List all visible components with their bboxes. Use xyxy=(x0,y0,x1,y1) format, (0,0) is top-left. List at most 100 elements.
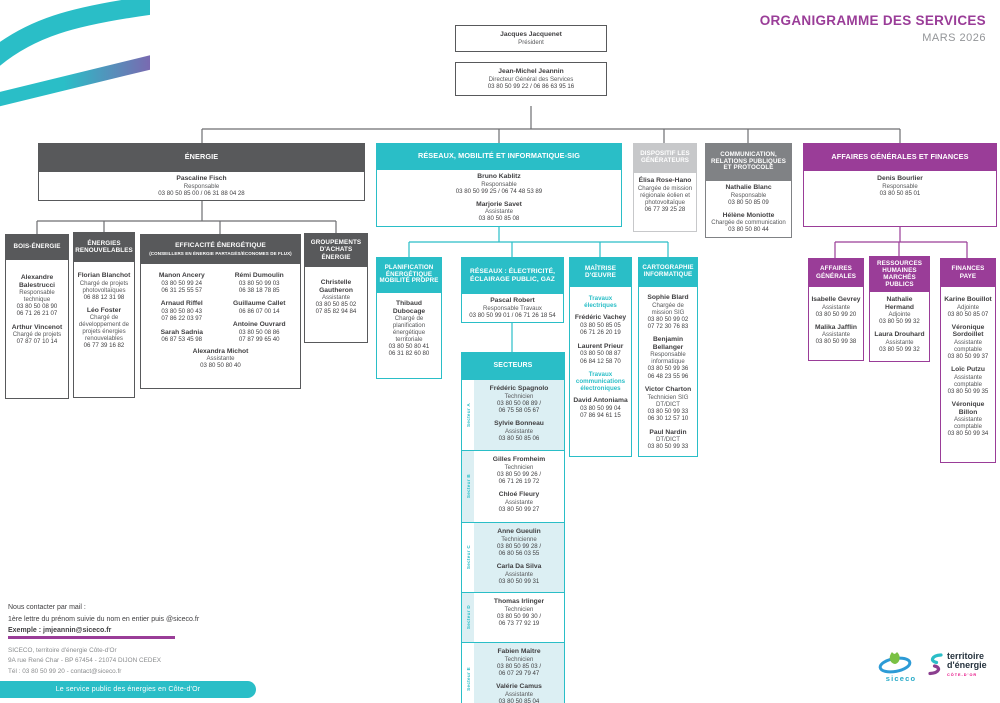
person-phone: 03 80 50 99 38 xyxy=(815,338,857,346)
person-phone: 03 80 50 99 34 xyxy=(947,430,989,438)
person-name: Loïc Putzu xyxy=(951,366,985,374)
person-role: Assistante xyxy=(821,303,851,311)
person-phone: 06 71 26 19 72 xyxy=(498,477,540,485)
person-role: Chargé de projets xyxy=(12,331,62,339)
person-role: Responsable xyxy=(183,182,220,190)
person-role: Adjointe xyxy=(888,311,911,318)
territoire-wordmark-line1: territoire xyxy=(947,651,985,661)
person-phone: 03 80 50 99 37 xyxy=(947,352,989,360)
person-role: Technicien xyxy=(504,655,534,663)
person-role: Responsable xyxy=(730,191,767,199)
person-name: Gilles Fromheim xyxy=(492,456,546,463)
person-name: Chloé Fleury xyxy=(498,491,540,499)
person-phone: 06 88 12 31 98 xyxy=(83,293,125,301)
box-fin-title: FINANCES PAYE xyxy=(940,258,996,287)
person-phone: 03 80 50 99 35 xyxy=(947,387,989,395)
person-phone: 06 77 39 25 28 xyxy=(644,205,686,213)
person-name: Sylvie Bonneau xyxy=(494,420,544,428)
territoire-subtitle: CÔTE-D'OR xyxy=(947,672,978,677)
person-phone: 03 80 50 85 07 xyxy=(947,310,989,318)
box-reselec-title: RÉSEAUX : ÉLECTRICITÉ, ÉCLAIRAGE PUBLIC,… xyxy=(461,257,564,294)
person-name: Frédéric Vachey xyxy=(574,314,627,322)
group-subtitle: Travaux électriques xyxy=(584,295,617,310)
person-phone: 03 80 50 99 26 / xyxy=(496,470,542,478)
contact-rule: 1ère lettre du prénom suivie du nom en e… xyxy=(8,615,200,623)
person-name: Pascal Robert xyxy=(490,297,535,304)
person-phone: 03 80 50 99 32 xyxy=(879,345,920,353)
person-phone: 03 80 50 99 24 xyxy=(161,279,203,287)
person-name: Nathalie Hermand xyxy=(885,296,914,311)
person-role: Assistante xyxy=(206,355,235,363)
box-rh-title: RESSOURCES HUMAINES MARCHÉS PUBLICS xyxy=(869,256,930,292)
person-name: Léo Foster xyxy=(86,306,122,314)
person-name: Élisa Rose-Hano xyxy=(638,177,692,184)
contact-example: Exemple : jmjeannin@siceco.fr xyxy=(8,627,112,635)
group-subtitle: Travaux communications électroniques xyxy=(575,370,626,393)
person-phone: 06 87 53 45 98 xyxy=(161,336,203,344)
org-name: SICECO, territoire d'énergie Côte-d'Or xyxy=(8,647,117,654)
person-phone: 03 80 50 99 02 xyxy=(647,315,689,323)
person-name: Thomas Irlinger xyxy=(493,598,545,605)
person-role: Chargée de mission SIG xyxy=(651,301,685,316)
box-secteurs-title: SECTEURS xyxy=(462,353,564,379)
sector-label: Secteur A xyxy=(462,380,474,450)
territoire-energie-logo: territoire d'énergie CÔTE-D'OR xyxy=(927,651,987,677)
person-phone: 07 86 22 03 97 xyxy=(161,315,203,323)
box-carto-title: CARTOGRAPHIE INFORMATIQUE xyxy=(638,257,698,287)
purple-divider xyxy=(8,636,175,639)
person-phone: 06 75 58 05 67 xyxy=(498,406,540,414)
box-reseaux-electricite: RÉSEAUX : ÉLECTRICITÉ, ÉCLAIRAGE PUBLIC,… xyxy=(461,257,564,323)
person-name: Antoine Ouvrard xyxy=(232,321,286,329)
person-phone: 03 80 50 99 33 xyxy=(647,407,689,415)
person-role: Technicien xyxy=(504,392,534,400)
person-phone: 07 87 99 65 40 xyxy=(238,336,280,344)
person-phone: 03 80 50 08 86 xyxy=(238,328,280,336)
box-affaires-generales-finances: AFFAIRES GÉNÉRALES ET FINANCES Denis Bou… xyxy=(803,143,997,227)
box-bois-title: BOIS-ÉNERGIE xyxy=(5,234,69,260)
box-eff-subtitle: (CONSEILLERS EN ÉNERGIE PARTAGÉS/ÉCONOME… xyxy=(149,250,292,256)
person-phone: 03 80 50 99 32 xyxy=(879,318,920,325)
person-name: Frédéric Spagnolo xyxy=(489,385,549,392)
contact-title: Nous contacter par mail : xyxy=(8,604,86,611)
person-phone: 03 80 50 08 87 xyxy=(580,350,621,358)
box-reseaux-title: RÉSEAUX, MOBILITÉ ET INFORMATIQUE-SIG xyxy=(376,143,622,170)
person-name: Isabelle Gevrey xyxy=(811,296,861,303)
person-phone: 07 86 94 61 15 xyxy=(580,412,621,420)
person-role: Responsable xyxy=(481,180,517,188)
person-phone: 06 07 29 79 47 xyxy=(498,669,540,677)
person-phone: 03 80 50 85 05 xyxy=(580,321,621,329)
box-plan-title: PLANIFICATION ÉNERGÉTIQUE MOBILITÉ PROPR… xyxy=(376,257,442,293)
box-communication-title: COMMUNICATION, RELATIONS PUBLIQUES ET PR… xyxy=(705,143,792,181)
person-name: Carla Da Silva xyxy=(496,563,542,571)
